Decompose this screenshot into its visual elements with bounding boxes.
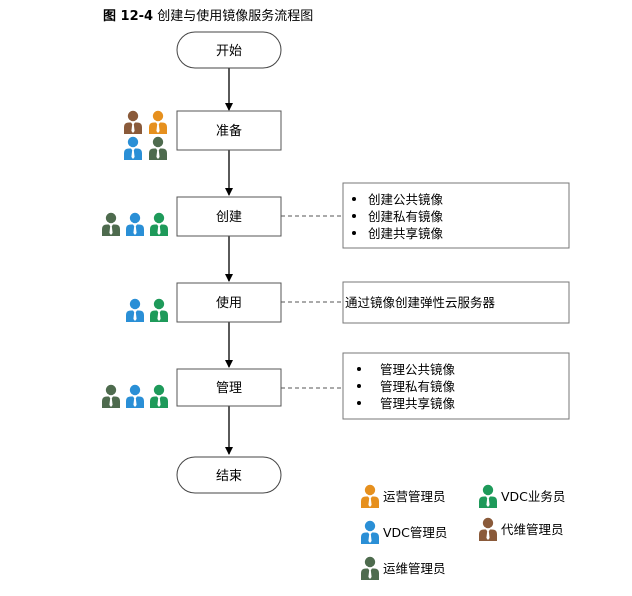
step-use: 使用 (176, 282, 282, 323)
ops-admin-icon (149, 110, 167, 134)
start-label: 开始 (216, 44, 242, 59)
note-manage: 管理公共镜像 管理私有镜像 管理共享镜像 (342, 352, 570, 420)
legend-item-ops-admin: 运营管理员 (361, 484, 446, 508)
end-node: 结束 (176, 456, 282, 494)
connectors (225, 68, 343, 455)
note-create-item: 创建共享镜像 (368, 226, 444, 241)
vdc-admin-icon (126, 384, 144, 408)
vdc-business-icon (479, 484, 497, 508)
legend-item-agent-admin: 代维管理员 (479, 517, 564, 541)
agent-admin-icon (479, 517, 497, 541)
start-node: 开始 (176, 31, 282, 69)
bullet (352, 231, 356, 235)
step-use-label: 使用 (216, 295, 242, 311)
legend-label: VDC业务员 (501, 489, 565, 504)
legend-item-vdc-admin: VDC管理员 (361, 520, 447, 544)
maint-admin-icon (102, 212, 120, 236)
step-manage: 管理 (176, 368, 282, 407)
note-manage-item: 管理共享镜像 (380, 396, 456, 411)
vdc-admin-icon (124, 136, 142, 160)
bullet (357, 367, 361, 371)
vdc-admin-icon (361, 520, 379, 544)
legend-label: 代维管理员 (501, 522, 564, 537)
step-prepare: 准备 (176, 110, 282, 151)
step-create: 创建 (176, 196, 282, 237)
note-manage-item: 管理公共镜像 (380, 362, 456, 377)
note-create: 创建公共镜像 创建私有镜像 创建共享镜像 (342, 182, 570, 249)
legend-label: VDC管理员 (383, 525, 447, 540)
legend: 运营管理员 VDC业务员 VDC管理员 代维管理员 运维管理员 (361, 484, 565, 580)
maint-admin-icon (102, 384, 120, 408)
vdc-business-icon (150, 384, 168, 408)
vdc-business-icon (150, 298, 168, 322)
legend-label: 运维管理员 (383, 561, 446, 576)
bullet (357, 384, 361, 388)
roles-use (126, 298, 168, 322)
step-prepare-label: 准备 (216, 123, 242, 139)
roles-prepare (124, 110, 167, 160)
bullet (357, 401, 361, 405)
figure-title: 创建与使用镜像服务流程图 (157, 9, 314, 24)
legend-label: 运营管理员 (383, 489, 446, 504)
note-create-item: 创建公共镜像 (368, 192, 444, 207)
figure-caption: 图 12-4 创建与使用镜像服务流程图 (103, 5, 313, 24)
maint-admin-icon (149, 136, 167, 160)
figure-number: 图 12-4 (103, 9, 154, 24)
end-label: 结束 (216, 469, 242, 484)
vdc-admin-icon (126, 298, 144, 322)
vdc-admin-icon (126, 212, 144, 236)
ops-admin-icon (361, 484, 379, 508)
note-manage-item: 管理私有镜像 (380, 379, 456, 394)
bullet (352, 197, 356, 201)
maint-admin-icon (361, 556, 379, 580)
note-use-text: 通过镜像创建弹性云服务器 (345, 295, 496, 310)
note-use: 通过镜像创建弹性云服务器 (342, 281, 570, 324)
step-manage-label: 管理 (216, 381, 242, 396)
roles-manage (102, 384, 168, 408)
roles-create (102, 212, 168, 236)
note-create-item: 创建私有镜像 (368, 209, 444, 224)
vdc-business-icon (150, 212, 168, 236)
agent-admin-icon (124, 110, 142, 134)
legend-item-maint-admin: 运维管理员 (361, 556, 446, 580)
bullet (352, 214, 356, 218)
legend-item-vdc-business: VDC业务员 (479, 484, 565, 508)
step-create-label: 创建 (216, 210, 242, 225)
